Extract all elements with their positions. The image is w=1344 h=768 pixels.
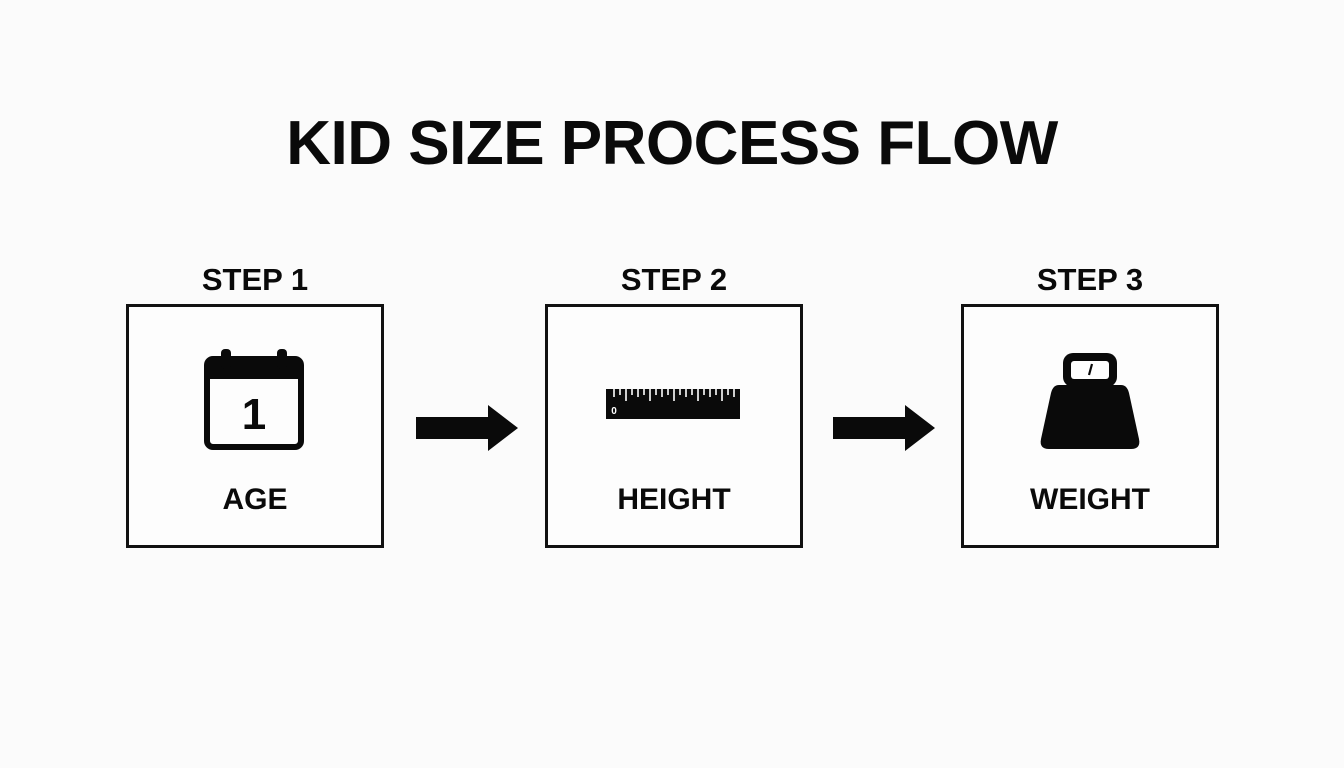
step-2: STEP 2 — [545, 262, 803, 548]
step-3: STEP 3 WEIGHT — [961, 262, 1219, 548]
calendar-icon: 1 — [129, 347, 381, 451]
step-3-label: STEP 3 — [1036, 262, 1144, 297]
diagram-title: KID SIZE PROCESS FLOW — [286, 109, 1058, 178]
calendar-day-number: 1 — [242, 390, 266, 439]
step-2-name: HEIGHT — [617, 483, 731, 516]
step-2-label: STEP 2 — [620, 262, 728, 297]
arrow-right-icon — [833, 403, 937, 458]
step-2-box: 0 HEIGHT — [545, 304, 803, 548]
weight-icon — [964, 347, 1216, 457]
arrow-right-icon — [416, 403, 520, 458]
step-1: STEP 1 1 AGE — [126, 262, 384, 548]
step-1-name: AGE — [222, 483, 288, 516]
step-3-box: WEIGHT — [961, 304, 1219, 548]
step-3-name: WEIGHT — [1030, 483, 1150, 516]
step-1-label: STEP 1 — [201, 262, 309, 297]
step-1-box: 1 AGE — [126, 304, 384, 548]
ruler-icon: 0 — [548, 387, 800, 423]
ruler-zero-mark: 0 — [611, 406, 617, 417]
